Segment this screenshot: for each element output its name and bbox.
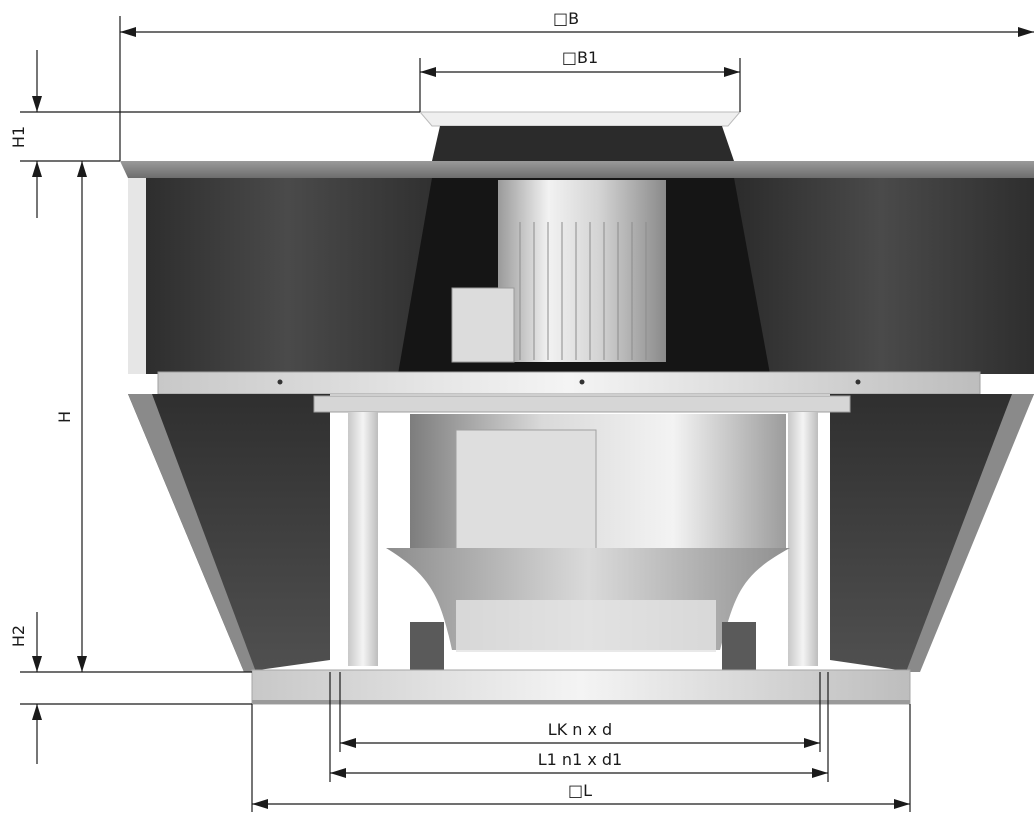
motor-body xyxy=(498,180,666,362)
upper-housing-right xyxy=(728,178,1034,374)
lower-housing-right-edge xyxy=(906,394,1034,672)
mounting-foot-right xyxy=(722,622,756,670)
h1-arrow-bottom xyxy=(32,161,42,177)
base-frame xyxy=(251,669,911,705)
inlet-ring xyxy=(456,600,716,652)
h-arrow-bottom xyxy=(77,656,87,672)
mounting-foot-left xyxy=(410,622,444,670)
dim-label-h1: H1 xyxy=(9,126,28,148)
support-post-left xyxy=(348,412,378,666)
dim-label-b1: □B1 xyxy=(562,48,598,67)
outlet-collar xyxy=(432,126,734,161)
dimension-lines: □B □B1 H1 H H2 LK n x d xyxy=(9,9,1034,812)
b1-arrow-left xyxy=(420,67,436,77)
lower-housing-left xyxy=(128,394,330,672)
b-arrow-right xyxy=(1018,27,1034,37)
plate-bolt-1 xyxy=(277,379,283,385)
h2-arrow-top xyxy=(32,656,42,672)
lower-housing-left-edge xyxy=(128,394,256,672)
lk-arrow-left xyxy=(340,738,356,748)
plate-bolt-2 xyxy=(579,379,585,385)
dim-label-l: □L xyxy=(568,781,592,800)
motor-fins xyxy=(519,222,647,360)
b-arrow-left xyxy=(120,27,136,37)
dim-label-b: □B xyxy=(553,9,579,28)
lk-arrow-right xyxy=(804,738,820,748)
dim-label-h: H xyxy=(55,411,74,423)
dim-label-lk: LK n x d xyxy=(548,720,612,739)
motor-terminal-box xyxy=(451,287,515,363)
h2-arrow-bottom xyxy=(32,704,42,720)
l1-arrow-right xyxy=(812,768,828,778)
top-cover xyxy=(120,161,1034,178)
base-shadow xyxy=(252,700,910,704)
impeller-blade xyxy=(455,429,597,551)
lower-housing-right xyxy=(830,394,1034,672)
upper-housing-left xyxy=(128,178,446,374)
h-arrow-top xyxy=(77,161,87,177)
l-arrow-right xyxy=(894,799,910,809)
b1-arrow-right xyxy=(724,67,740,77)
fan-illustration xyxy=(120,111,1034,705)
impeller-bracket xyxy=(313,395,851,413)
outlet-flange xyxy=(418,111,742,127)
support-post-right xyxy=(788,412,818,666)
dim-label-l1: L1 n1 x d1 xyxy=(538,750,622,769)
motor-plate xyxy=(157,371,981,395)
l-arrow-left xyxy=(252,799,268,809)
upper-housing-left-edge xyxy=(128,178,146,374)
l1-arrow-left xyxy=(330,768,346,778)
plate-bolt-3 xyxy=(855,379,861,385)
h1-arrow-top xyxy=(32,96,42,112)
dim-label-h2: H2 xyxy=(9,625,28,647)
